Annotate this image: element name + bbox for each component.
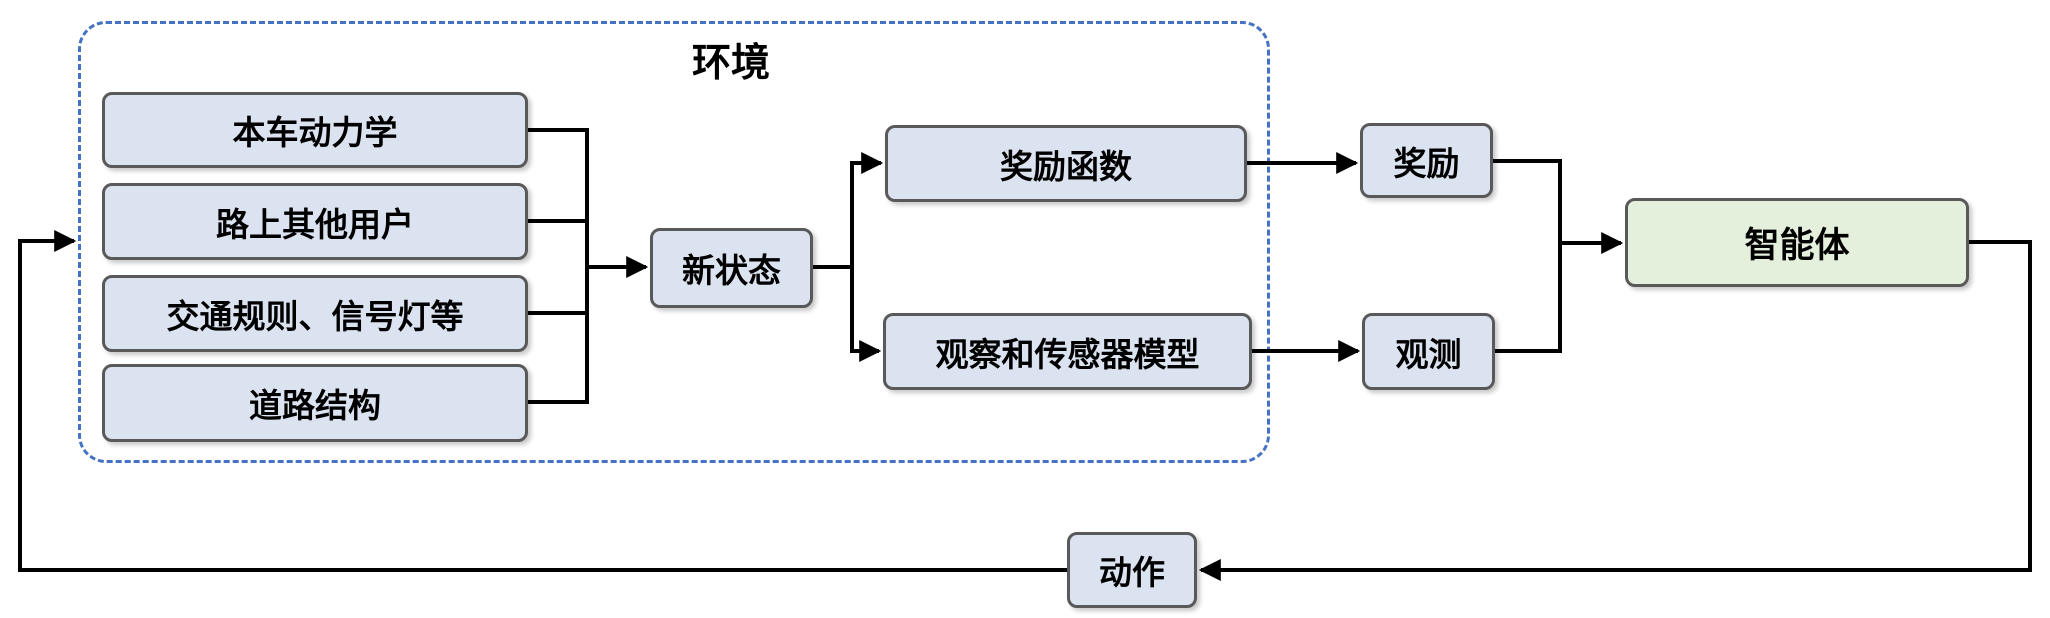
node-observation: 观测 [1362, 313, 1495, 390]
node-traffic-rules: 交通规则、信号灯等 [102, 275, 528, 352]
node-action: 动作 [1067, 532, 1197, 608]
node-reward: 奖励 [1360, 123, 1493, 198]
node-new-state: 新状态 [650, 228, 813, 308]
environment-frame [78, 21, 1270, 463]
node-other-road-users: 路上其他用户 [102, 183, 528, 260]
node-ego-dynamics: 本车动力学 [102, 92, 528, 168]
environment-title: 环境 [691, 42, 770, 85]
node-reward-function: 奖励函数 [885, 125, 1247, 202]
node-road-structure: 道路结构 [102, 364, 528, 442]
node-agent: 智能体 [1625, 198, 1969, 287]
node-observation-sensor-model: 观察和传感器模型 [883, 313, 1252, 390]
